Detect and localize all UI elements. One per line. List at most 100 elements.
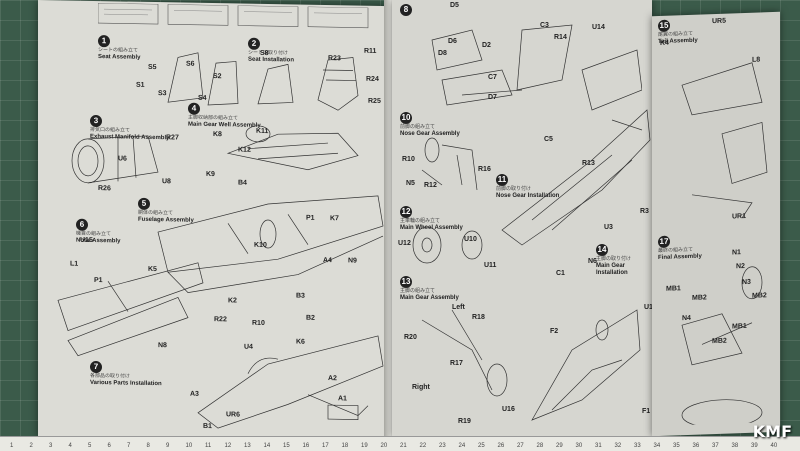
part-label: N4 bbox=[682, 314, 691, 323]
part-label: L1 bbox=[70, 260, 79, 268]
left-side-label: Left bbox=[452, 304, 465, 311]
part-label: R27 bbox=[166, 134, 179, 142]
ruler-mark: 31 bbox=[595, 443, 602, 449]
fuselage-underside-drawing bbox=[492, 100, 652, 250]
part-label: MB1 bbox=[732, 322, 747, 331]
ruler-mark: 6 bbox=[107, 443, 111, 449]
part-label: U8 bbox=[162, 178, 171, 186]
part-label: K4 bbox=[660, 39, 669, 47]
part-label: R13 bbox=[582, 160, 595, 167]
part-label: U4 bbox=[244, 343, 253, 351]
part-label: U3 bbox=[604, 224, 613, 231]
step-number: 8 bbox=[400, 4, 412, 16]
part-label: S5 bbox=[148, 63, 157, 72]
part-label: U11 bbox=[484, 262, 497, 269]
step-title-jp: 前脚の組み立て bbox=[400, 124, 436, 130]
tail-drawing bbox=[662, 42, 772, 226]
part-label: UR1 bbox=[732, 212, 747, 221]
part-label: U15 bbox=[80, 236, 93, 244]
part-label: U14 bbox=[592, 24, 605, 31]
part-label: K5 bbox=[148, 265, 157, 274]
part-label: D5 bbox=[450, 2, 459, 9]
part-label: MB1 bbox=[666, 285, 681, 293]
part-label: R12 bbox=[424, 182, 437, 189]
part-label: A4 bbox=[323, 256, 332, 265]
step-number: 15 bbox=[658, 19, 670, 33]
ruler-mark: 5 bbox=[88, 443, 92, 449]
part-label: K11 bbox=[256, 127, 269, 136]
ruler-mark: 17 bbox=[322, 443, 329, 449]
step-title-en: Nose Gear Installation bbox=[496, 193, 560, 199]
ruler-mark: 35 bbox=[673, 443, 680, 449]
part-label: S6 bbox=[186, 60, 195, 68]
ruler-mark: 10 bbox=[185, 443, 193, 449]
step-10-title: 10 前脚の組み立て Nose Gear Assembly bbox=[400, 112, 460, 138]
ruler-mark: 21 bbox=[400, 443, 407, 449]
ruler-mark: 4 bbox=[68, 443, 72, 449]
fuselage-drawing bbox=[148, 162, 388, 306]
ruler-mark: 36 bbox=[692, 443, 700, 449]
ruler-mark: 7 bbox=[127, 443, 131, 449]
ruler-mark: 25 bbox=[478, 443, 485, 449]
part-label: U12 bbox=[398, 240, 411, 247]
instruction-page-left: 1 シートの組み立て Seat Assembly 2 シートの取り付け Seat… bbox=[38, 0, 390, 445]
part-label: D7 bbox=[488, 94, 497, 101]
part-label: R3 bbox=[640, 208, 649, 215]
part-label: K8 bbox=[213, 131, 222, 139]
part-label: K12 bbox=[238, 146, 251, 154]
part-label: S8 bbox=[260, 49, 269, 58]
ruler-mark: 37 bbox=[712, 443, 719, 449]
final-assembly-drawing bbox=[662, 252, 772, 426]
step-title-jp: 前脚の取り付け bbox=[496, 186, 532, 192]
step-14-title: 14 主脚の取り付け Main Gear Installation bbox=[596, 244, 652, 277]
part-label: C1 bbox=[556, 270, 565, 277]
ruler-mark: 27 bbox=[517, 443, 524, 449]
ruler-mark: 12 bbox=[224, 443, 232, 449]
part-label: N9 bbox=[348, 257, 357, 265]
part-label: K6 bbox=[296, 338, 305, 346]
step-title-en: Nose Gear Assembly bbox=[400, 131, 460, 137]
ruler-mark: 14 bbox=[263, 443, 271, 449]
step-13-title: 13 主脚の組み立て Main Gear Assembly bbox=[400, 276, 459, 302]
part-label: MB2 bbox=[712, 337, 727, 346]
gear-well-drawing bbox=[218, 113, 368, 176]
ruler-mark: 16 bbox=[302, 443, 310, 449]
step-number: 13 bbox=[400, 276, 412, 288]
part-label: S3 bbox=[158, 90, 167, 98]
part-label: R22 bbox=[214, 316, 227, 324]
step-8-title: 8 bbox=[400, 4, 414, 16]
ruler-mark: 2 bbox=[29, 443, 33, 449]
step-1-title: 1 シートの組み立て Seat Assembly bbox=[98, 35, 140, 62]
part-label: UR6 bbox=[226, 411, 241, 419]
part-label: R20 bbox=[404, 334, 417, 341]
header-notes bbox=[98, 3, 378, 30]
wing-parts-drawing bbox=[402, 20, 642, 120]
right-side-label: Right bbox=[412, 384, 430, 391]
part-label: B3 bbox=[296, 292, 305, 300]
part-label: N2 bbox=[736, 262, 745, 271]
part-label: K10 bbox=[254, 241, 267, 249]
ruler-mark: 26 bbox=[497, 443, 505, 449]
part-label: P1 bbox=[94, 276, 103, 285]
ruler-mark: 1 bbox=[10, 443, 14, 449]
ruler-mark: 32 bbox=[614, 443, 622, 449]
step-number: 1 bbox=[98, 35, 110, 48]
part-label: R16 bbox=[478, 166, 491, 173]
watermark-logo: KMF bbox=[752, 422, 792, 441]
instruction-page-right: 8 10 前脚の組み立て Nose Gear Assembly 11 前脚の取り… bbox=[392, 0, 652, 438]
step-number: 7 bbox=[90, 360, 102, 374]
part-label: L8 bbox=[752, 56, 761, 64]
part-label: K2 bbox=[228, 297, 237, 305]
step-title-en: Main Gear Installation bbox=[596, 263, 628, 276]
ruler-mark: 18 bbox=[341, 443, 349, 449]
part-label: U16 bbox=[502, 406, 515, 413]
part-label: A2 bbox=[328, 375, 337, 383]
ruler-mark: 11 bbox=[205, 443, 212, 449]
part-label: P1 bbox=[306, 214, 315, 222]
step-number: 12 bbox=[400, 206, 412, 218]
ruler-mark: 38 bbox=[731, 443, 739, 449]
main-gear-drawing bbox=[402, 290, 642, 430]
part-label: F2 bbox=[550, 328, 559, 335]
part-label: U6 bbox=[118, 155, 127, 163]
